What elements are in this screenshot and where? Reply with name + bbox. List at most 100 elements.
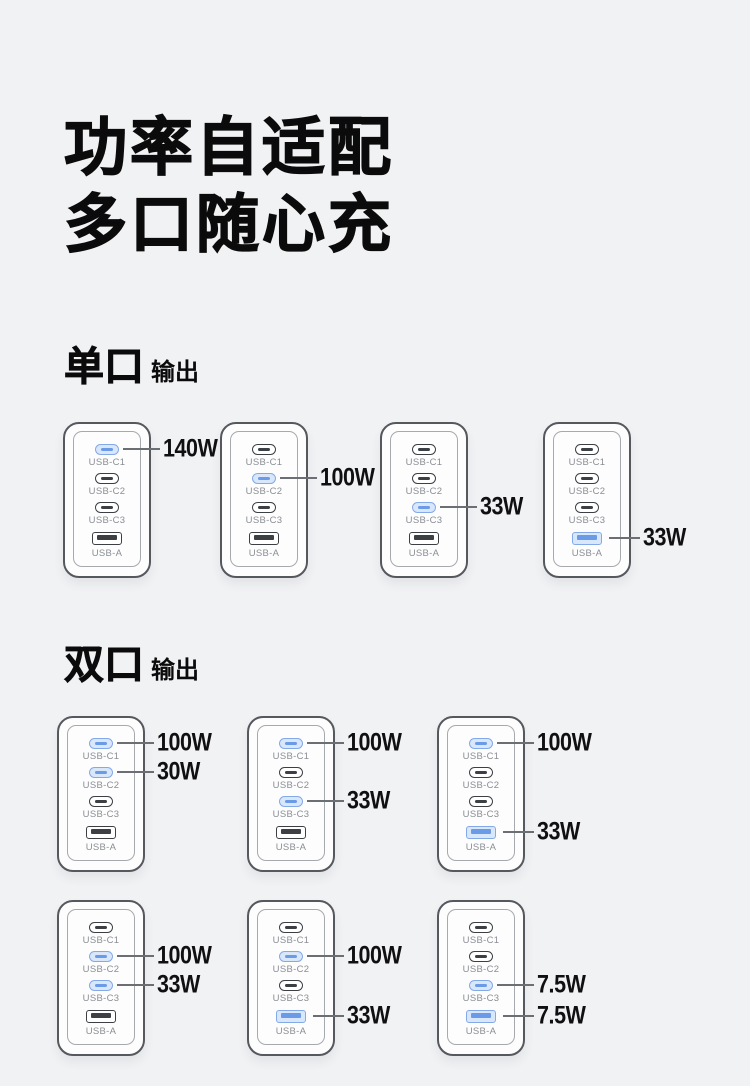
- port-pin-bar: [101, 476, 113, 480]
- port-pin-bar: [418, 447, 430, 451]
- usb-a-port-icon: [249, 531, 279, 545]
- port-pin-bar: [254, 535, 274, 540]
- port-pin-bar: [258, 476, 270, 480]
- usb-c2-port-icon: [469, 950, 493, 962]
- usb-c1-port-icon: [95, 443, 119, 455]
- callout-leader-line: [280, 477, 317, 479]
- port-pin-bar: [95, 983, 107, 987]
- watt-label: 100W: [347, 728, 402, 757]
- port-pin-bar: [101, 505, 113, 509]
- port-label: USB-C3: [462, 809, 500, 820]
- callout-leader-line: [307, 742, 344, 744]
- usb-c3-port-icon: [89, 979, 113, 991]
- charger-faceplate: [67, 725, 135, 861]
- usb-c2-port-icon: [469, 766, 493, 778]
- callout-leader-line: [117, 984, 154, 986]
- watt-label: 33W: [347, 786, 390, 815]
- section-heading-single-port: 单口 输出: [64, 344, 199, 390]
- callout-leader-line: [497, 742, 534, 744]
- port-label: USB-C3: [272, 993, 310, 1004]
- usb-c2-port-icon: [95, 472, 119, 484]
- port-label: USB-C3: [82, 809, 120, 820]
- port-pin-bar: [285, 954, 297, 958]
- port-pin-bar: [475, 770, 487, 774]
- port-pin-bar: [101, 447, 113, 451]
- callout-leader-line: [609, 537, 640, 539]
- dual-port-heading-suffix: 输出: [151, 657, 199, 684]
- usb-a-port-icon: [466, 1009, 496, 1023]
- port-pin-bar: [285, 983, 297, 987]
- port-label: USB-C2: [462, 964, 500, 975]
- port-pin-bar: [95, 741, 107, 745]
- port-pin-bar: [475, 799, 487, 803]
- watt-label: 140W: [163, 434, 218, 463]
- charger-faceplate: [390, 431, 458, 567]
- usb-a-port-icon: [276, 825, 306, 839]
- port-label: USB-C1: [245, 457, 283, 468]
- watt-label: 33W: [643, 523, 686, 552]
- usb-c2-port-icon: [89, 766, 113, 778]
- port-pin-bar: [285, 741, 297, 745]
- port-pin-bar: [581, 505, 593, 509]
- usb-c3-port-icon: [575, 501, 599, 513]
- port-pin-bar: [258, 505, 270, 509]
- port-label: USB-C1: [568, 457, 606, 468]
- port-label: USB-C2: [82, 964, 120, 975]
- charger-faceplate: [67, 909, 135, 1045]
- port-label: USB-C3: [462, 993, 500, 1004]
- port-label: USB-C2: [245, 486, 283, 497]
- watt-label: 7.5W: [537, 1001, 586, 1030]
- port-pin-bar: [95, 799, 107, 803]
- port-pin-bar: [471, 1013, 491, 1018]
- usb-c1-port-icon: [469, 921, 493, 933]
- usb-a-port-icon: [92, 531, 122, 545]
- watt-label: 33W: [480, 492, 523, 521]
- usb-c1-port-icon: [575, 443, 599, 455]
- port-label: USB-C1: [405, 457, 443, 468]
- charger-faceplate: [447, 909, 515, 1045]
- dual-port-heading: 双口: [64, 643, 145, 688]
- callout-leader-line: [497, 984, 534, 986]
- port-label: USB-C1: [82, 751, 120, 762]
- charger-faceplate: [447, 725, 515, 861]
- port-label: USB-C3: [88, 515, 126, 526]
- port-label: USB-A: [91, 548, 123, 559]
- callout-leader-line: [307, 800, 344, 802]
- watt-label: 100W: [320, 463, 375, 492]
- usb-c3-port-icon: [279, 979, 303, 991]
- section-heading-dual-port: 双口 输出: [64, 642, 199, 688]
- port-pin-bar: [285, 925, 297, 929]
- usb-a-port-icon: [86, 1009, 116, 1023]
- usb-c2-port-icon: [575, 472, 599, 484]
- port-label: USB-A: [571, 548, 603, 559]
- charger-faceplate: [257, 725, 325, 861]
- usb-c3-port-icon: [252, 501, 276, 513]
- port-label: USB-C1: [462, 935, 500, 946]
- port-pin-bar: [91, 1013, 111, 1018]
- port-label: USB-C2: [462, 780, 500, 791]
- usb-c3-port-icon: [95, 501, 119, 513]
- usb-c3-port-icon: [469, 795, 493, 807]
- usb-c3-port-icon: [469, 979, 493, 991]
- usb-c1-port-icon: [89, 737, 113, 749]
- port-pin-bar: [475, 925, 487, 929]
- usb-a-port-icon: [572, 531, 602, 545]
- port-label: USB-A: [465, 842, 497, 853]
- callout-leader-line: [117, 955, 154, 957]
- port-label: USB-A: [465, 1026, 497, 1037]
- page-title-line1: 功率自适配: [63, 112, 394, 183]
